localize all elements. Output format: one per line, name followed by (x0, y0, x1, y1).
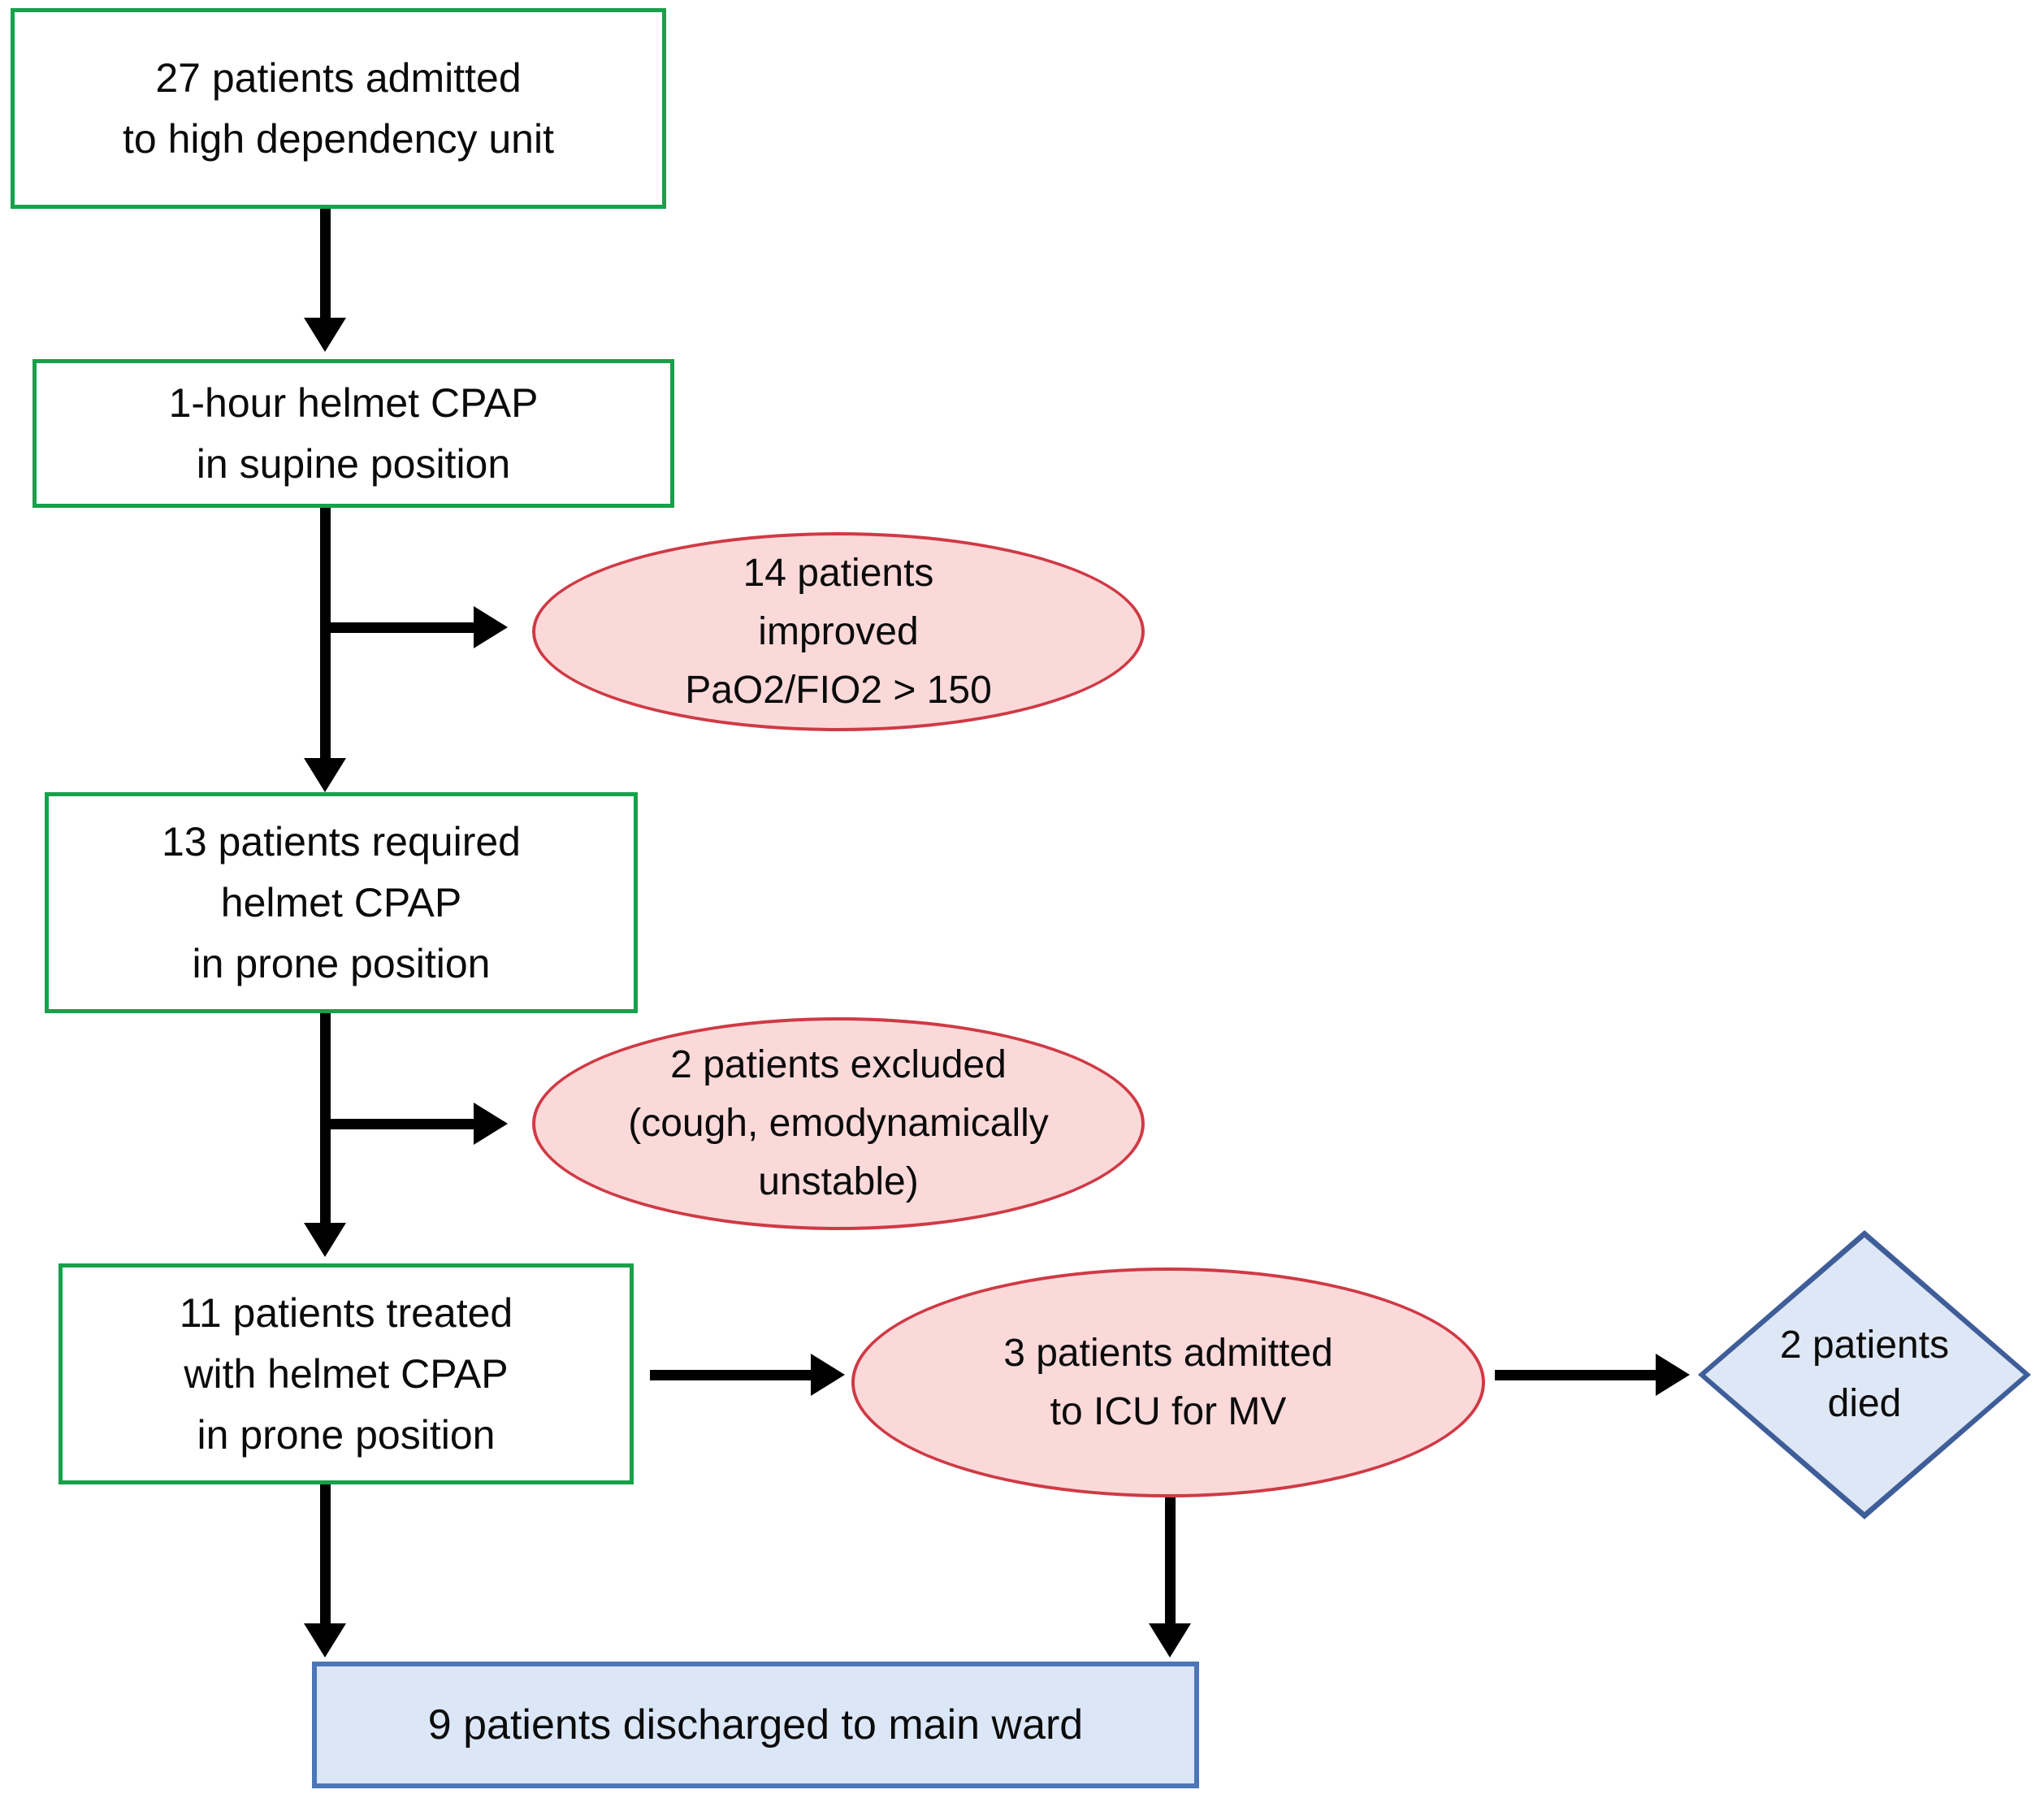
arrow-treated-to-discharged-shaft (320, 1484, 331, 1625)
arrow-branch-excluded-head (474, 1103, 508, 1145)
node-cpap-supine-label: 1-hour helmet CPAP in supine position (168, 379, 539, 487)
arrow-admitted-to-cpap-head (304, 318, 346, 352)
arrow-icu-to-discharged-shaft (1165, 1497, 1176, 1625)
node-improved-ellipse: 14 patients improved PaO2/FIO2 > 150 (532, 532, 1145, 731)
node-improved-label: 14 patients improved PaO2/FIO2 > 150 (685, 551, 992, 712)
node-cpap-supine-box: 1-hour helmet CPAP in supine position (32, 359, 674, 508)
node-discharged-label: 9 patients discharged to main ward (427, 1701, 1084, 1748)
node-died-label: 2 patients died (1779, 1324, 1950, 1425)
arrow-branch-improved-shaft (320, 622, 474, 633)
node-admitted-label: 27 patients admitted to high dependency … (123, 54, 554, 162)
node-excluded-ellipse: 2 patients excluded (cough, emodynamical… (532, 1017, 1145, 1230)
arrow-icu-to-discharged-head (1149, 1623, 1191, 1658)
node-admitted-box: 27 patients admitted to high dependency … (11, 8, 666, 209)
node-required-prone-box: 13 patients required helmet CPAP in pron… (45, 792, 638, 1013)
arrow-treated-to-icu-shaft (650, 1370, 811, 1380)
node-excluded-label: 2 patients excluded (cough, emodynamical… (628, 1043, 1049, 1203)
arrow-branch-improved-head (474, 606, 508, 648)
arrow-treated-to-discharged-head (304, 1623, 346, 1658)
arrow-required-to-treated-head (304, 1223, 346, 1257)
arrow-cpap-to-required-shaft (320, 508, 331, 760)
arrow-cpap-to-required-head (304, 758, 346, 792)
node-discharged-box: 9 patients discharged to main ward (312, 1662, 1199, 1788)
node-treated-prone-label: 11 patients treated with helmet CPAP in … (179, 1289, 513, 1458)
arrow-icu-to-died-shaft (1495, 1370, 1656, 1380)
arrow-admitted-to-cpap-shaft (320, 209, 331, 318)
node-icu-label: 3 patients admitted to ICU for MV (1003, 1331, 1333, 1433)
arrow-branch-excluded-shaft (320, 1119, 474, 1129)
node-treated-prone-box: 11 patients treated with helmet CPAP in … (58, 1263, 634, 1484)
node-required-prone-label: 13 patients required helmet CPAP in pron… (162, 818, 521, 986)
arrow-treated-to-icu-head (811, 1354, 845, 1396)
node-died-diamond: 2 patients died (1698, 1230, 2031, 1519)
node-icu-ellipse: 3 patients admitted to ICU for MV (851, 1268, 1485, 1497)
arrow-icu-to-died-head (1656, 1354, 1690, 1396)
